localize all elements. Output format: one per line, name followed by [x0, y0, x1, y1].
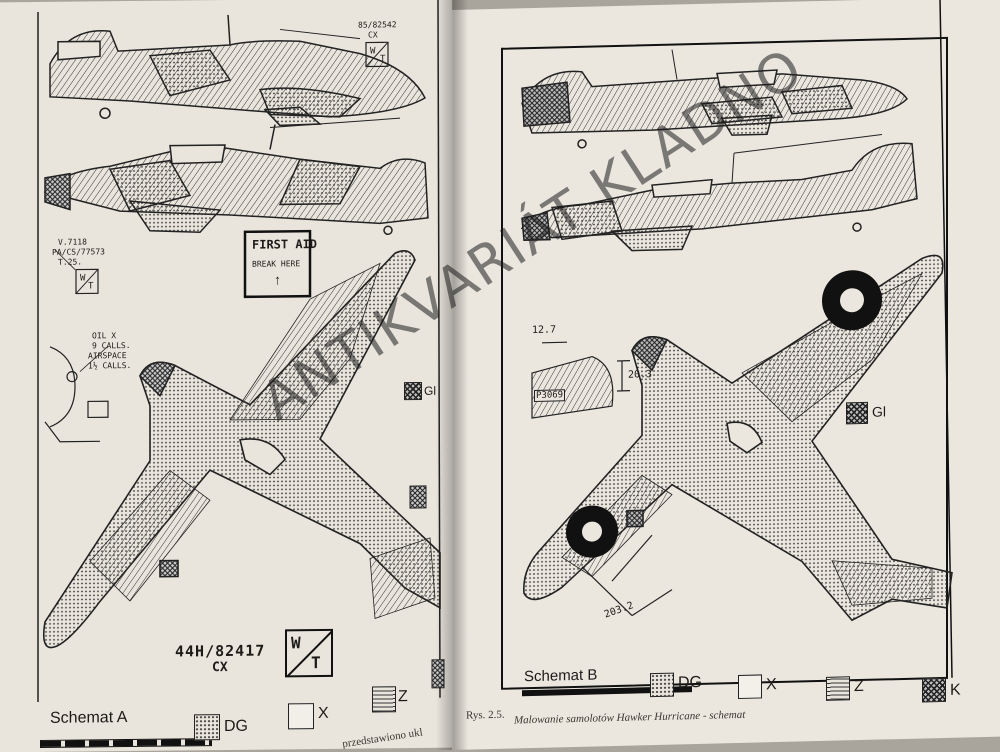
wt-badge-t: T	[311, 653, 321, 672]
first-aid-arrow-icon: ↑	[274, 271, 281, 287]
dim-top: 12.7	[532, 325, 556, 336]
legend-z-swatch-right	[826, 676, 850, 701]
legend-gl-label-right: Gl	[872, 403, 886, 419]
badge-upper-w: W	[370, 46, 375, 56]
serial-lower: 44H/82417	[175, 642, 265, 661]
legend-dg-label-right: DG	[678, 674, 702, 693]
schema-a-title: Schemat A	[50, 709, 127, 728]
serial-upper: 85/82542	[358, 20, 397, 30]
legend-z-label-right: Z	[854, 678, 864, 696]
legend-x-label-left: X	[318, 705, 329, 723]
legend-gl-swatch-right	[846, 402, 868, 425]
wt-badge: W T	[285, 629, 333, 678]
schema-b-title: Schemat B	[524, 666, 597, 685]
stencil-line-3: T.25.	[58, 258, 82, 268]
stencil-line-1: V.7118	[58, 237, 87, 247]
fuel-line-4: 1½ CALLS.	[88, 361, 131, 371]
legend-x-swatch-right	[738, 674, 762, 699]
fuel-line-2: 9 CALLS.	[92, 341, 131, 351]
legend-gl-label: Gl	[424, 384, 436, 398]
first-aid-title: FIRST AID	[252, 237, 317, 252]
legend-z-swatch-left	[372, 686, 396, 712]
book-gutter	[436, 0, 468, 750]
legend-dg-swatch-left	[194, 714, 220, 740]
stencil-small: P3069	[534, 389, 565, 402]
badge-mid-w: W	[80, 273, 85, 283]
fuel-line-3: AIRSPACE	[88, 351, 127, 361]
legend-k-label-right: K	[950, 682, 961, 700]
serial-upper-code: CX	[368, 30, 378, 40]
fuel-line-1: OIL X	[92, 331, 116, 341]
figure-caption-label: Rys. 2.5.	[466, 709, 505, 722]
legend-dg-swatch-right	[650, 673, 674, 698]
badge-mid-t: T	[88, 281, 93, 291]
stencil-line-2: PA/CS/77573	[52, 247, 105, 258]
serial-lower-code: CX	[212, 660, 228, 675]
legend-dg-label-left: DG	[224, 718, 248, 736]
left-page: 85/82542 CX W T FIRST AID BREAK HERE ↑ V…	[0, 0, 452, 752]
first-aid-sub: BREAK HERE	[252, 259, 300, 269]
legend-x-swatch-left	[288, 703, 314, 729]
wt-badge-w: W	[291, 633, 301, 652]
legend-z-label-left: Z	[398, 688, 408, 706]
aircraft-side-view-2	[45, 123, 428, 238]
left-drawings	[0, 0, 452, 752]
legend-gl-swatch	[404, 382, 422, 400]
legend-k-swatch-right	[922, 678, 946, 703]
dim-side: 20.3	[628, 370, 652, 381]
badge-upper-t: T	[380, 54, 385, 64]
legend-x-label-right: X	[766, 676, 777, 694]
